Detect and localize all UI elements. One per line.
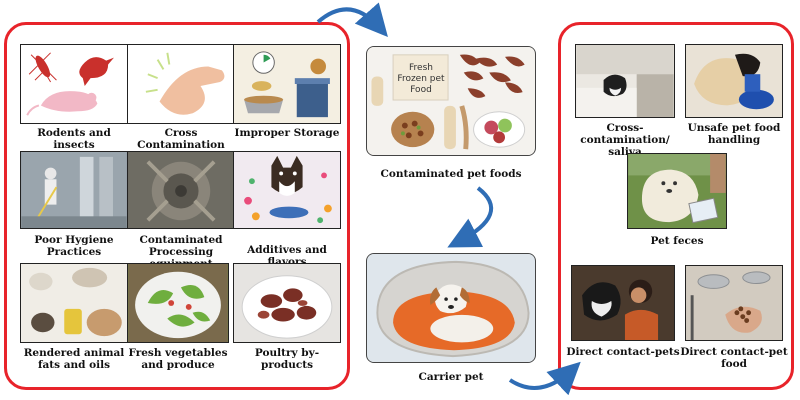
cross-contamination-image	[127, 44, 235, 124]
pet-foods-image: Fresh Frozen pet Food	[366, 46, 536, 156]
carrier-pet-image	[366, 253, 536, 363]
rendered-fats-image	[20, 263, 128, 343]
caption-poor-hygiene: Poor Hygiene Practices	[34, 234, 114, 258]
caption-rendered-fats: Rendered animal fats and oils	[23, 347, 125, 371]
pet-feces-image	[627, 153, 727, 229]
direct-contact-pets-image	[571, 265, 675, 341]
arrow-foods-to-carrier	[447, 186, 494, 248]
processing-equipment-image	[127, 151, 235, 229]
caption-direct-contact-food: Direct contact-pet food	[680, 346, 788, 370]
unsafe-handling-image	[685, 44, 783, 118]
additives-flavors-image	[233, 151, 341, 229]
caption-pet-feces: Pet feces	[650, 235, 704, 247]
poultry-byproducts-image	[233, 263, 341, 343]
caption-direct-contact-pets: Direct contact-pets	[566, 346, 680, 358]
caption-carrier-pet: Carrier pet	[418, 371, 484, 383]
improper-storage-image	[233, 44, 341, 124]
caption-rodents: Rodents and insects	[37, 127, 111, 151]
caption-cross-contamination: Cross Contamination	[137, 127, 225, 151]
transmission-panel: Cross-contamination/ saliva Unsafe pet f…	[558, 22, 794, 390]
fresh-vegetables-image	[127, 263, 229, 343]
poor-hygiene-image	[20, 151, 128, 229]
direct-contact-food-image	[685, 265, 783, 341]
caption-unsafe-handling: Unsafe pet food handling	[687, 122, 781, 146]
sources-panel: Rodents and insects Cross Contamination …	[4, 22, 350, 390]
rodents-insects-image	[20, 44, 128, 124]
caption-poultry: Poultry by-products	[254, 347, 320, 371]
caption-contaminated-foods: Contaminated pet foods	[380, 168, 522, 180]
food-sign: Fresh Frozen pet Food	[397, 63, 445, 95]
caption-fresh-vegetables: Fresh vegetables and produce	[128, 347, 228, 371]
caption-improper-storage: Improper Storage	[234, 127, 340, 139]
cross-contamination-saliva-image	[575, 44, 675, 118]
